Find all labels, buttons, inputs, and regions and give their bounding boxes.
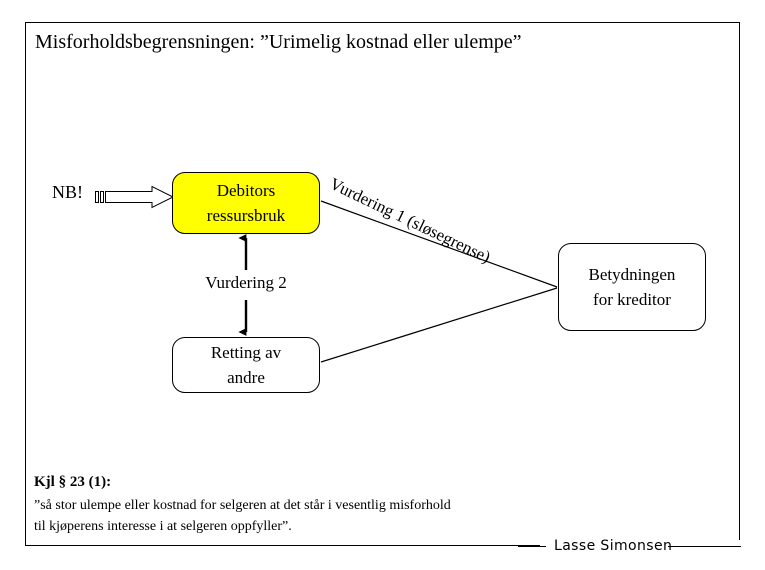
footer-author: Lasse Simonsen: [554, 538, 673, 554]
statute-quote-line-2: til kjøperens interesse i at selgeren op…: [34, 519, 292, 534]
footer-rule-right: [668, 546, 741, 547]
node-line-2: ressursbruk: [206, 206, 286, 225]
page-title: Misforholdsbegrensningen: ”Urimelig kost…: [35, 31, 522, 53]
node-betydningen-for-kreditor[interactable]: Betydningen for kreditor: [558, 243, 706, 331]
statute-quote: ”så stor ulempe eller kostnad for selger…: [34, 495, 594, 537]
node-line-1: Debitors: [216, 181, 276, 200]
node-line-1: Retting av: [210, 343, 282, 362]
node-line-2: for kreditor: [593, 290, 671, 309]
footer-rule-left: [518, 546, 546, 547]
nb-label: NB!: [52, 182, 83, 202]
statute-heading: Kjl § 23 (1):: [34, 474, 112, 490]
statute-quote-line-1: ”så stor ulempe eller kostnad for selger…: [34, 498, 451, 513]
node-retting-av-andre[interactable]: Retting av andre: [172, 337, 320, 393]
node-line-1: Betydningen: [588, 265, 676, 284]
edge-label-vurdering-2: Vurdering 2: [205, 273, 287, 292]
block-arrow-right-icon: [95, 185, 175, 209]
node-debitors-ressursbruk[interactable]: Debitors ressursbruk: [172, 172, 320, 234]
edge-label-vurdering-1: Vurdering 1 (sløsegrense): [327, 172, 540, 267]
node-line-2: andre: [227, 368, 265, 387]
frame-gap-mask: [540, 540, 745, 554]
statute-block: Kjl § 23 (1): ”så stor ulempe eller kost…: [34, 472, 594, 537]
